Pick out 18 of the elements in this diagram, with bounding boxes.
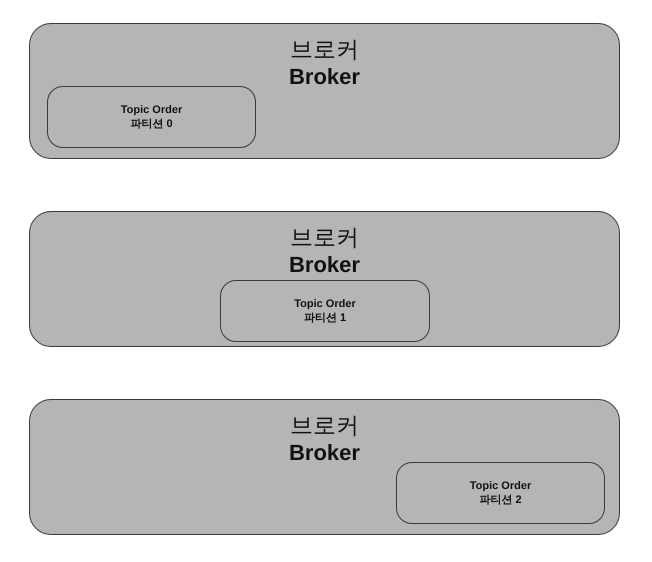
partition-label: 파티션 0 [130, 117, 173, 131]
partition-box [47, 86, 256, 148]
partition-label: 파티션 1 [304, 311, 346, 325]
topic-name: Topic Order [470, 479, 532, 493]
partition-box [220, 280, 430, 342]
subheading: Broker [289, 63, 360, 91]
broker-panel [29, 399, 620, 535]
heading: 브로커 [290, 35, 359, 63]
heading: 브로커 [290, 411, 359, 439]
subheading: Broker [289, 251, 360, 279]
partition-box [396, 462, 605, 524]
subheading: Broker [289, 439, 360, 467]
broker-panel [29, 211, 620, 347]
broker-panel [29, 23, 620, 159]
topic-name: Topic Order [120, 103, 182, 117]
heading: 브로커 [290, 223, 359, 251]
partition-label: 파티션 2 [479, 493, 522, 507]
topic-name: Topic Order [294, 297, 356, 311]
